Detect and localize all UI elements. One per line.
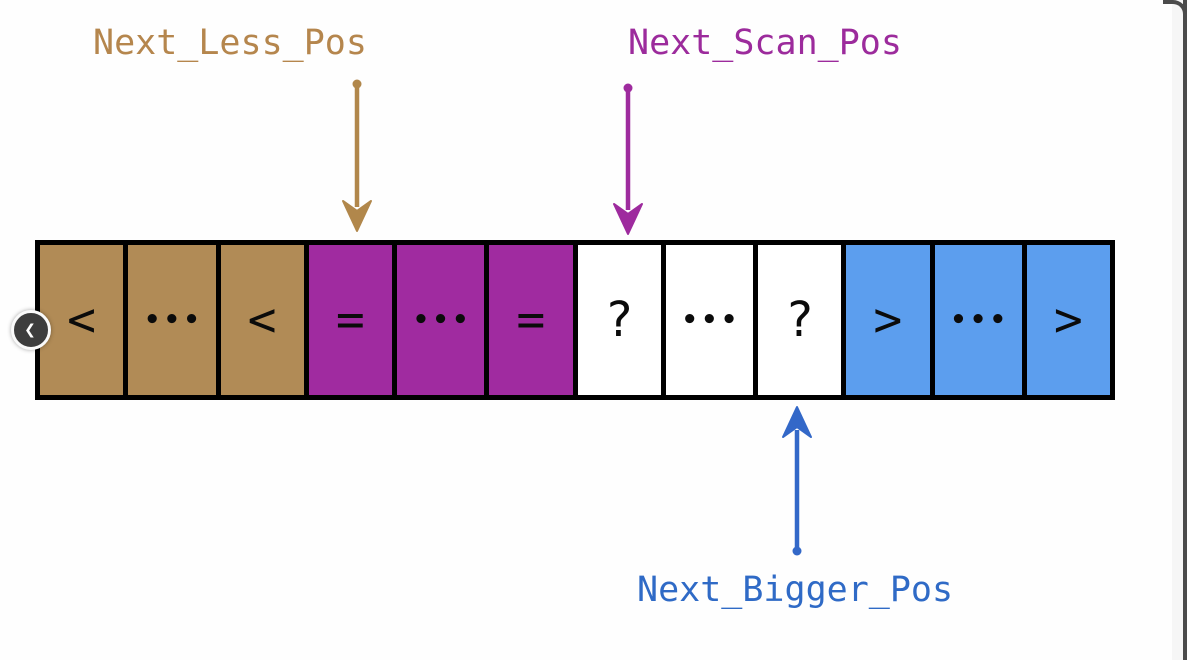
array-cell-9: ? bbox=[753, 245, 842, 395]
carousel-prev-button[interactable]: ❮ bbox=[11, 310, 51, 350]
array-cell-5: ••• bbox=[392, 245, 485, 395]
window-right-border bbox=[1183, 0, 1187, 660]
array-cell-1: < bbox=[40, 245, 124, 395]
array-cell-12: > bbox=[1021, 245, 1110, 395]
next-less-pos-label: Next_Less_Pos bbox=[93, 23, 367, 63]
array-cell-2: ••• bbox=[123, 245, 216, 395]
array-cell-7: ? bbox=[572, 245, 661, 395]
array-cell-6: = bbox=[484, 245, 573, 395]
next-less-arrow-down-icon bbox=[342, 79, 372, 232]
next-bigger-pos-label: Next_Bigger_Pos bbox=[637, 570, 954, 610]
array-cell-3: < bbox=[215, 245, 304, 395]
next-scan-arrow-down-icon bbox=[613, 83, 643, 235]
next-scan-pos-label: Next_Scan_Pos bbox=[628, 23, 902, 63]
chevron-left-icon: ❮ bbox=[24, 322, 36, 338]
window-edge-strip bbox=[1172, 0, 1184, 660]
array-cell-11: ••• bbox=[929, 245, 1022, 395]
array-cell-8: ••• bbox=[660, 245, 753, 395]
next-bigger-arrow-up-icon bbox=[782, 406, 812, 556]
partition-array-row: < ••• < = ••• = ? ••• ? > ••• > bbox=[35, 240, 1115, 400]
array-cell-10: > bbox=[841, 245, 930, 395]
array-cell-4: = bbox=[303, 245, 392, 395]
window-corner-top-right bbox=[1163, 0, 1187, 24]
